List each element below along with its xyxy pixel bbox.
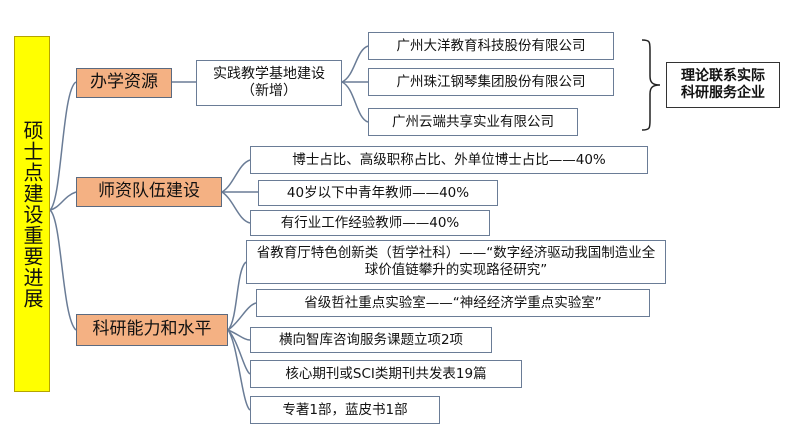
company-item-2: 广州珠江钢琴集团股份有限公司 — [368, 68, 614, 96]
root-node: 硕士点建设重要进展 — [14, 36, 50, 392]
research-item-3: 横向智库咨询服务课题立项2项 — [250, 327, 492, 353]
category-faculty-team: 师资队伍建设 — [76, 177, 222, 207]
research-item-5: 专著1部，蓝皮书1部 — [250, 396, 440, 424]
category-research-capability: 科研能力和水平 — [76, 314, 228, 346]
connector-research-item-1 — [227, 261, 247, 331]
connector-research-item-2 — [227, 302, 257, 331]
company-label: 广州珠江钢琴集团股份有限公司 — [396, 73, 586, 90]
research-item-label: 省级哲社重点实验室——“神经经济学重点实验室” — [304, 294, 602, 311]
company-label: 广州云端共享实业有限公司 — [392, 113, 554, 130]
connector-faculty-item-1 — [221, 159, 251, 193]
root-label: 硕士点建设重要进展 — [20, 119, 44, 309]
practice-base-line2: （新增） — [241, 83, 297, 99]
research-item-1: 省教育厅特色创新类（哲学社科）——“数字经济驱动我国制造业全球价值链攀升的实现路… — [246, 240, 666, 284]
connector-research-item-5 — [227, 329, 251, 411]
category-teaching-resources: 办学资源 — [76, 68, 172, 98]
connector-practice-company-3 — [341, 81, 369, 123]
connector-research-item-3 — [227, 329, 251, 341]
faculty-item-label: 有行业工作经验教师——40% — [280, 214, 460, 231]
right-brace — [641, 39, 661, 131]
connector-root-research — [49, 209, 77, 331]
research-item-label: 专著1部，蓝皮书1部 — [282, 401, 408, 418]
connector-root-faculty — [49, 191, 77, 211]
connector-root-resources — [49, 81, 77, 211]
faculty-item-3: 有行业工作经验教师——40% — [250, 210, 490, 236]
research-item-label: 核心期刊或SCI类期刊共发表19篇 — [285, 365, 487, 382]
research-item-4: 核心期刊或SCI类期刊共发表19篇 — [250, 360, 522, 388]
faculty-item-label: 40岁以下中青年教师——40% — [286, 184, 470, 201]
practice-base-line1: 实践教学基地建设 — [213, 65, 325, 82]
company-item-1: 广州大洋教育科技股份有限公司 — [368, 32, 614, 60]
research-item-label: 省教育厅特色创新类（哲学社科）——“数字经济驱动我国制造业全球价值链攀升的实现路… — [256, 245, 656, 278]
practice-base-node: 实践教学基地建设 （新增） — [196, 60, 342, 106]
faculty-item-1: 博士占比、高级职称占比、外单位博士占比——40% — [250, 146, 648, 174]
category-label: 办学资源 — [90, 72, 158, 93]
faculty-item-label: 博士占比、高级职称占比、外单位博士占比——40% — [292, 151, 606, 168]
connector-practice-company-1 — [341, 45, 369, 83]
result-line1: 理论联系实际 — [681, 67, 765, 84]
research-item-2: 省级哲社重点实验室——“神经经济学重点实验室” — [256, 289, 650, 317]
faculty-item-2: 40岁以下中青年教师——40% — [258, 180, 498, 206]
research-item-label: 横向智库咨询服务课题立项2项 — [278, 331, 464, 348]
category-label: 师资队伍建设 — [98, 181, 200, 202]
result-line2: 科研服务企业 — [681, 85, 765, 101]
company-item-3: 广州云端共享实业有限公司 — [368, 108, 578, 136]
connector-faculty-item-3 — [221, 191, 251, 224]
result-box: 理论联系实际 科研服务企业 — [666, 62, 780, 108]
category-label: 科研能力和水平 — [92, 319, 212, 340]
company-label: 广州大洋教育科技股份有限公司 — [396, 37, 586, 54]
